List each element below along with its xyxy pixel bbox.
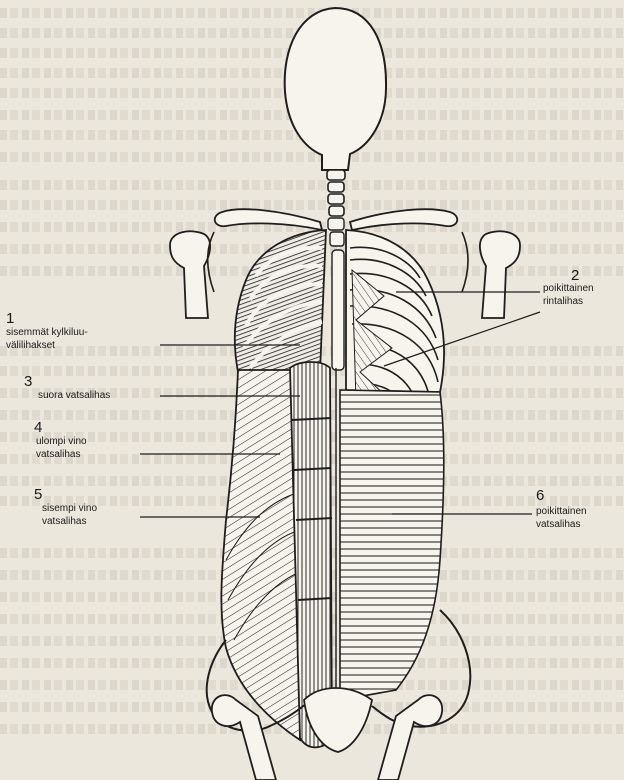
label-5-number: 5 bbox=[34, 487, 42, 502]
right-humerus bbox=[480, 231, 520, 318]
transversus-abdominis bbox=[340, 390, 444, 700]
thoracic-spine bbox=[328, 218, 344, 370]
label-2-line1: poikittainen bbox=[543, 283, 594, 295]
label-6-line2: vatsalihas bbox=[536, 519, 580, 531]
label-2-number: 2 bbox=[571, 268, 579, 283]
label-1-line1: sisemmät kylkiluu- bbox=[6, 327, 88, 339]
left-clavicle bbox=[215, 209, 322, 230]
cervical-spine bbox=[327, 170, 345, 216]
label-3-line1: suora vatsalihas bbox=[38, 390, 110, 402]
label-6-line1: poikittainen bbox=[536, 506, 587, 518]
label-1-number: 1 bbox=[6, 311, 14, 326]
label-4-line2: vatsalihas bbox=[36, 449, 80, 461]
left-humerus bbox=[170, 231, 210, 318]
label-5-line2: vatsalihas bbox=[42, 516, 86, 528]
right-femur bbox=[378, 695, 442, 780]
skull bbox=[285, 8, 386, 170]
label-1-line2: välilihakset bbox=[6, 340, 55, 352]
left-ribcage bbox=[235, 230, 326, 372]
label-6-number: 6 bbox=[536, 488, 544, 503]
right-clavicle bbox=[350, 209, 457, 230]
label-5-line1: sisempi vino bbox=[42, 503, 97, 515]
label-2-line2: rintalihas bbox=[543, 296, 583, 308]
label-3-number: 3 bbox=[24, 374, 32, 389]
label-4-number: 4 bbox=[34, 420, 42, 435]
label-4-line1: ulompi vino bbox=[36, 436, 87, 448]
